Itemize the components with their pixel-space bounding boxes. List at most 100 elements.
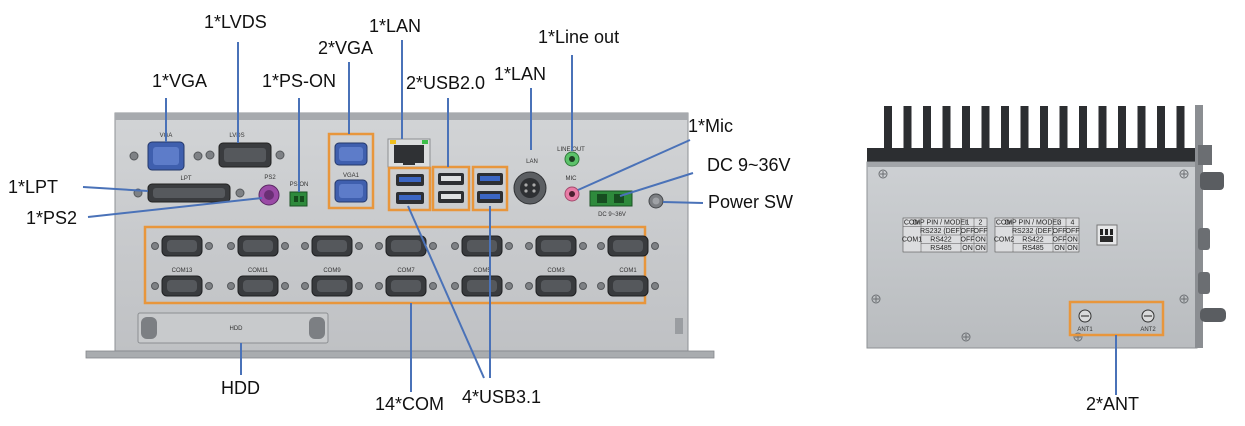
lan-panel-label: LAN — [526, 159, 538, 165]
com-port — [375, 235, 437, 257]
callout-lan-m12: 1*LAN — [494, 64, 547, 84]
dip-table-cell: ON — [1054, 245, 1065, 252]
fin — [903, 106, 912, 150]
usb20-pair — [431, 165, 471, 212]
dual-vga-ports: VGA1 — [327, 132, 375, 210]
dip-table-cell: OFF — [1053, 236, 1067, 243]
fin — [1079, 106, 1087, 150]
dip-table-cell: OFF — [1053, 228, 1067, 235]
lan-port-m12: LAN — [513, 159, 547, 205]
fin — [1059, 106, 1068, 150]
front-panel: VGA LVDS LPT PS2 — [85, 112, 715, 359]
callout-dual-vga: 2*VGA — [318, 38, 374, 58]
callout-mic: 1*Mic — [688, 116, 734, 136]
callout-lvds: 1*LVDS — [204, 12, 267, 32]
dip-table-cell: OFF — [961, 236, 975, 243]
com-port — [597, 235, 659, 257]
fin — [1176, 106, 1185, 150]
fin — [1137, 106, 1146, 150]
callout-usb3: 4*USB3.1 — [462, 387, 542, 407]
dip-table-cell: ON — [975, 245, 986, 252]
usb31-right-pair — [471, 165, 509, 212]
com-port — [597, 275, 659, 297]
callout-usb20: 2*USB2.0 — [406, 73, 486, 93]
callout-vga: 1*VGA — [152, 71, 208, 91]
com-port-label: COM7 — [397, 268, 415, 274]
dip-table-cell: OFF — [974, 228, 988, 235]
com-port — [525, 275, 587, 297]
callout-ant: 2*ANT — [1086, 394, 1140, 414]
dip-table-header: 4 — [1071, 219, 1075, 226]
dc-panel-label: DC 9~36V — [598, 212, 626, 218]
com-port — [151, 275, 213, 297]
dip-table-cell: ON — [1067, 236, 1078, 243]
ps2-panel-label: PS2 — [264, 175, 276, 181]
power-switch — [648, 193, 664, 209]
mic-panel-label: MIC — [566, 176, 578, 182]
dip-table-header: COM — [996, 219, 1013, 226]
dip-table-header: DIP PIN / MODEL — [1005, 219, 1061, 226]
callout-dc: DC 9~36V — [707, 155, 791, 175]
com-port — [151, 235, 213, 257]
com-port-label: COM9 — [323, 268, 341, 274]
fin — [1098, 106, 1107, 150]
ps2-port: PS2 — [258, 175, 280, 206]
dip-table-header: 1 — [966, 219, 970, 226]
dip-table-cell: OFF — [1066, 228, 1080, 235]
callout-ps-on: 1*PS-ON — [262, 71, 337, 91]
fin — [1040, 106, 1048, 150]
lpt-port: LPT — [133, 176, 245, 203]
dip-table-cell: RS232 (DEF) — [1012, 228, 1054, 235]
callout-lpt: 1*LPT — [8, 177, 59, 197]
dip-switch — [1096, 224, 1118, 246]
callout-power-sw: Power SW — [708, 192, 794, 212]
dip-table-com: COM1 — [902, 236, 922, 243]
fin — [1118, 106, 1126, 150]
vga-port: VGA — [129, 133, 203, 171]
com-port-label: COM13 — [172, 268, 193, 274]
com-port-label: COM5 — [473, 268, 491, 274]
dip-table-cell: RS422 — [930, 236, 952, 243]
callout-line-out: 1*Line out — [538, 27, 620, 47]
dip-table-cell: ON — [1067, 245, 1078, 252]
dip-table-cell: OFF — [961, 228, 975, 235]
dip-table-cell: RS422 — [1022, 236, 1044, 243]
fin — [1157, 106, 1165, 150]
callout-com: 14*COM — [375, 394, 445, 414]
dip-table-header: DIP PIN / MODEL — [913, 219, 969, 226]
dip-table-header: 2 — [979, 219, 983, 226]
callout-ps2: 1*PS2 — [26, 208, 78, 228]
fin — [1020, 106, 1029, 150]
com-port — [227, 235, 289, 257]
leader-lines — [82, 40, 1117, 395]
antenna-connectors: ANT1 ANT2 — [1068, 300, 1165, 337]
hdd-bay: HDD — [137, 312, 329, 344]
fin — [923, 106, 931, 150]
dip-table-cell: ON — [962, 245, 973, 252]
com-port — [301, 235, 363, 257]
dip-table-header: COM — [904, 219, 921, 226]
heatsink-fins — [884, 106, 1185, 150]
com-port-label: COM1 — [619, 268, 637, 274]
ant1-panel-label: ANT1 — [1077, 327, 1093, 333]
fin — [884, 106, 892, 150]
hdd-panel-label: HDD — [230, 326, 244, 332]
com-port-label: COM11 — [248, 268, 269, 274]
callout-lan-rj45: 1*LAN — [369, 16, 422, 36]
dip-table-cell: RS485 — [930, 245, 952, 252]
dip-table-com: COM2 — [994, 236, 1014, 243]
com-port — [375, 275, 437, 297]
com-row-top — [151, 235, 659, 257]
lan-port-rj45 — [387, 138, 431, 168]
side-screws — [871, 169, 1189, 342]
dip-table-cell: ON — [975, 236, 986, 243]
lpt-panel-label: LPT — [180, 176, 191, 182]
ant2-panel-label: ANT2 — [1140, 327, 1156, 333]
com-port — [525, 235, 587, 257]
